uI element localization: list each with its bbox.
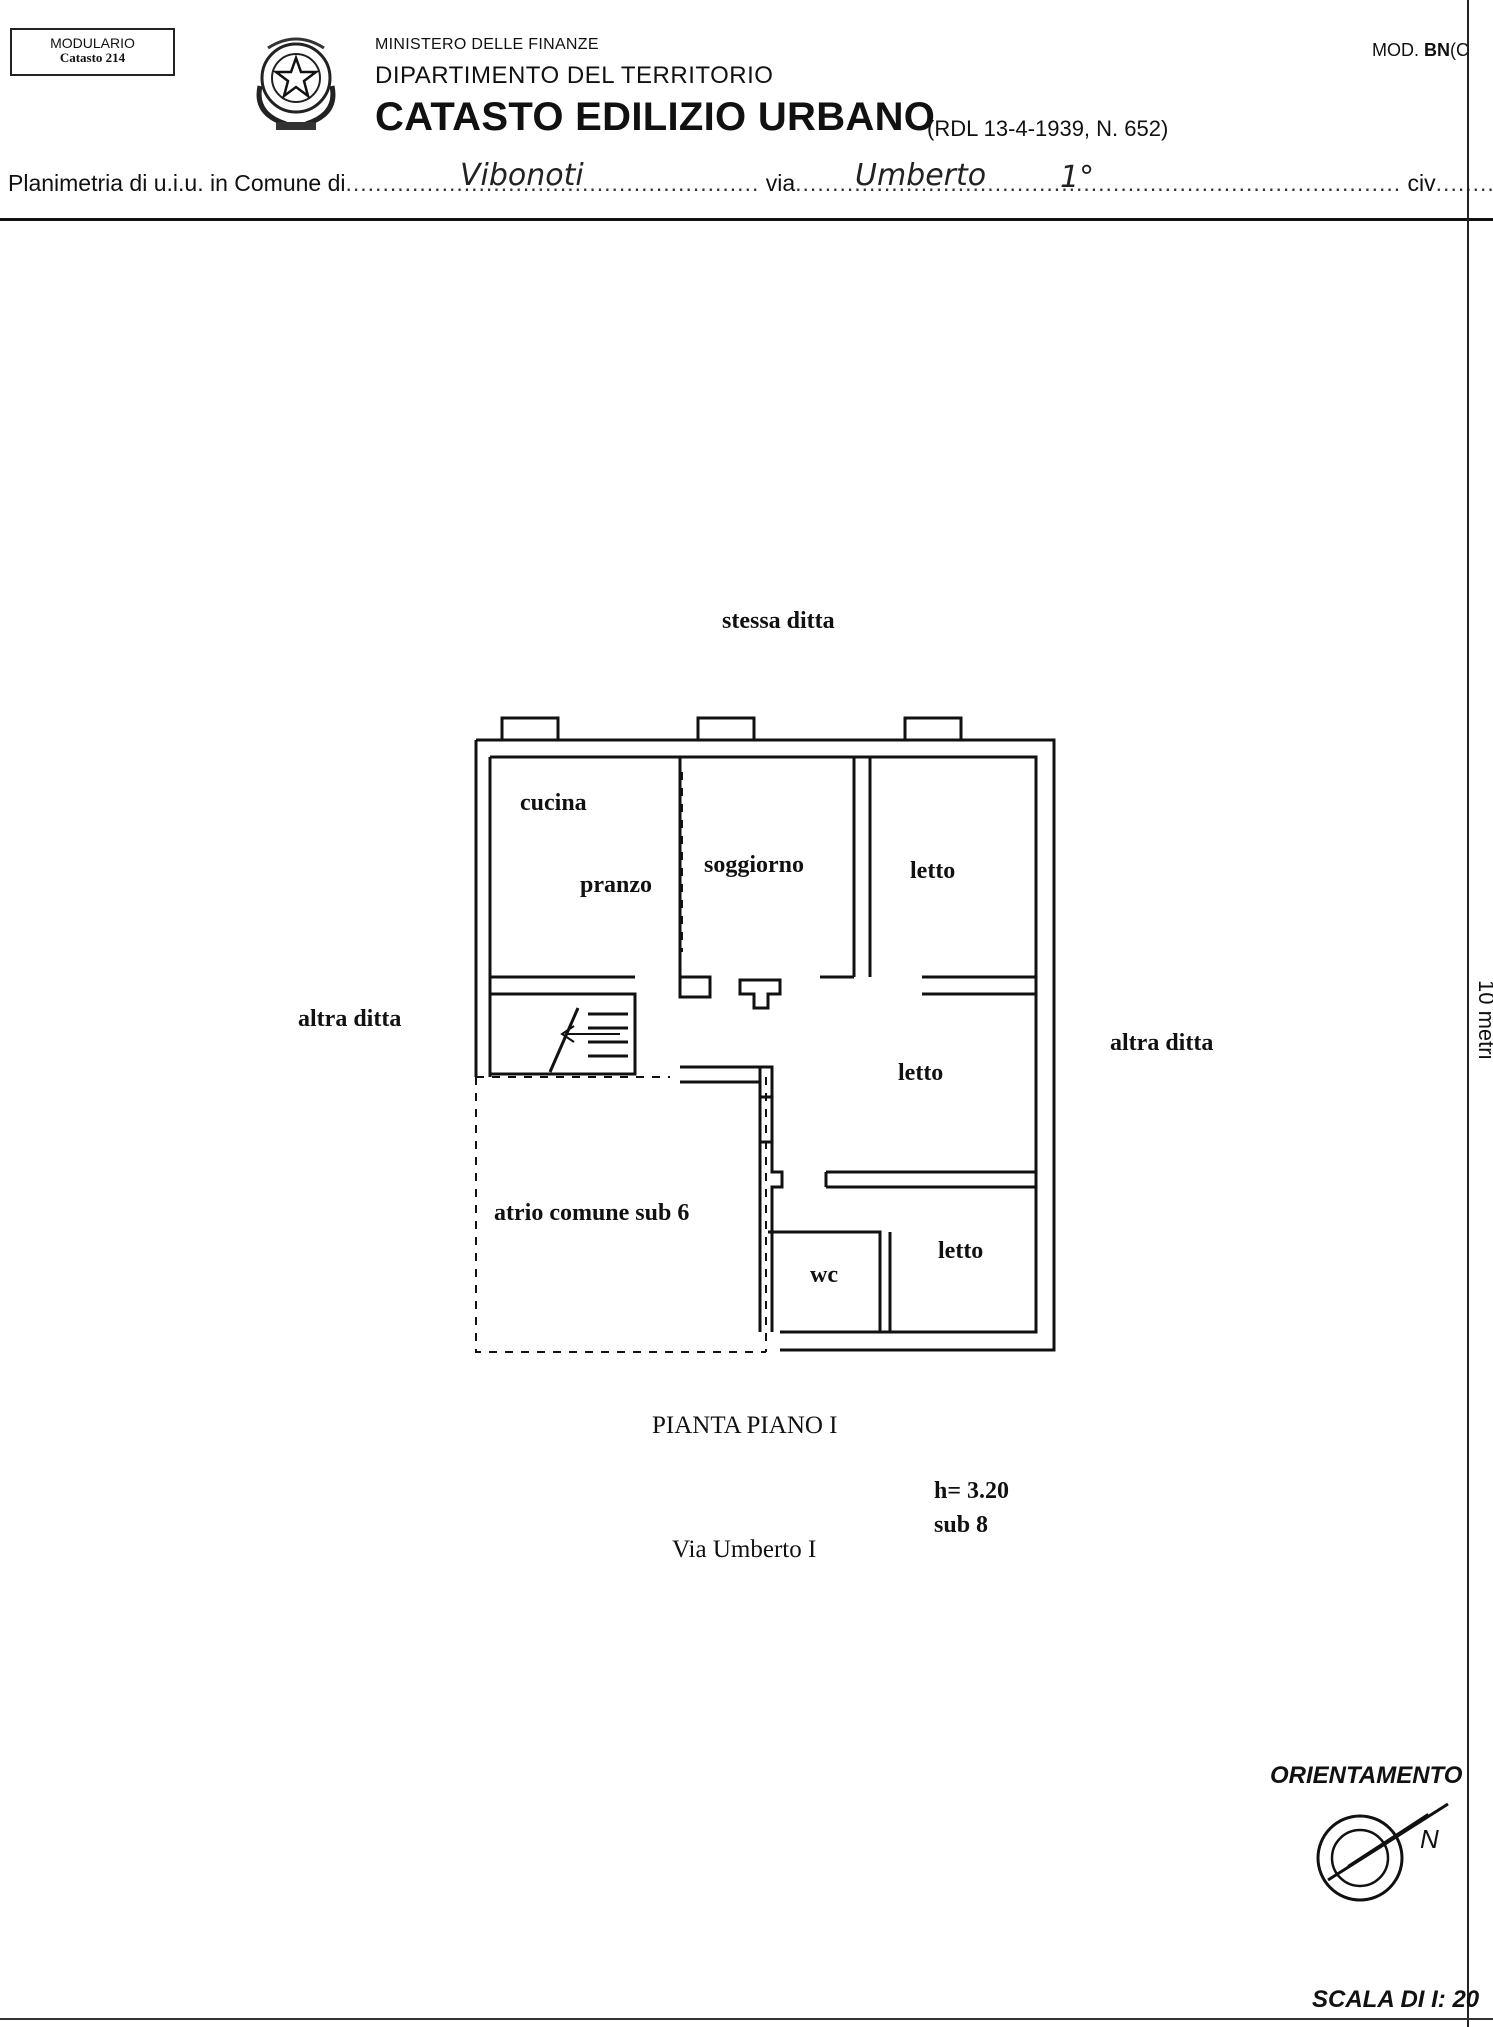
- compass-letter: N: [1420, 1824, 1439, 1854]
- header-divider: [0, 218, 1493, 221]
- planimetria-line: Planimetria di u.i.u. in Comune di......…: [8, 170, 1493, 196]
- page-right-edge: [1467, 0, 1469, 2027]
- civ-label: civ: [1407, 170, 1436, 196]
- modulario-code: Catasto 214: [59, 49, 126, 65]
- rdl-reference: (RDL 13-4-1939, N. 652): [927, 116, 1169, 141]
- modulario-box: MODULARIO Catasto 214: [10, 28, 175, 76]
- via-number: 1°: [1060, 160, 1095, 195]
- room-wc: wc: [810, 1262, 838, 1288]
- room-letto-1: letto: [910, 858, 956, 884]
- room-letto-3: letto: [938, 1238, 984, 1264]
- mod-code-value: BN: [1424, 40, 1451, 60]
- scale-side-text: 10 metri: [1474, 980, 1493, 1060]
- planimetria-label: Planimetria di u.i.u. in Comune di: [8, 170, 346, 196]
- floor-plan: [474, 716, 1056, 1353]
- room-pranzo: pranzo: [580, 872, 652, 898]
- ministero-text: MINISTERO DELLE FINANZE: [375, 36, 599, 53]
- right-neighbor-label: altra ditta: [1110, 1030, 1214, 1056]
- room-letto-2: letto: [898, 1060, 944, 1086]
- modulario-label: MODULARIO: [50, 35, 135, 51]
- mod-suffix: (C: [1450, 40, 1470, 60]
- via-value: Umberto: [855, 158, 987, 193]
- dipartimento-text: DIPARTIMENTO DEL TERRITORIO: [375, 62, 774, 89]
- plan-title: PIANTA PIANO I: [652, 1412, 838, 1439]
- top-neighbor-label: stessa ditta: [722, 608, 835, 634]
- plan-height: h= 3.20: [934, 1478, 1010, 1504]
- comune-value: Vibonoti: [460, 158, 584, 193]
- footer-divider: [0, 2018, 1493, 2020]
- room-soggiorno: soggiorno: [704, 852, 805, 878]
- left-neighbor-label: altra ditta: [298, 1006, 402, 1032]
- orientamento-label: ORIENTAMENTO: [1270, 1762, 1463, 1789]
- republic-emblem-icon: [256, 37, 336, 130]
- mod-prefix: MOD.: [1372, 40, 1419, 60]
- room-cucina: cucina: [520, 790, 587, 816]
- north-compass-icon: N: [1316, 1802, 1449, 1902]
- via-label: via: [765, 170, 796, 196]
- plan-street: Via Umberto I: [672, 1536, 817, 1563]
- room-atrio: atrio comune sub 6: [494, 1200, 690, 1226]
- plan-sub: sub 8: [934, 1512, 989, 1538]
- scala-label: SCALA DI I: 20: [1312, 1986, 1480, 2013]
- mod-code: MOD. BN(C: [1372, 40, 1469, 61]
- catasto-title: CATASTO EDILIZIO URBANO: [375, 95, 936, 139]
